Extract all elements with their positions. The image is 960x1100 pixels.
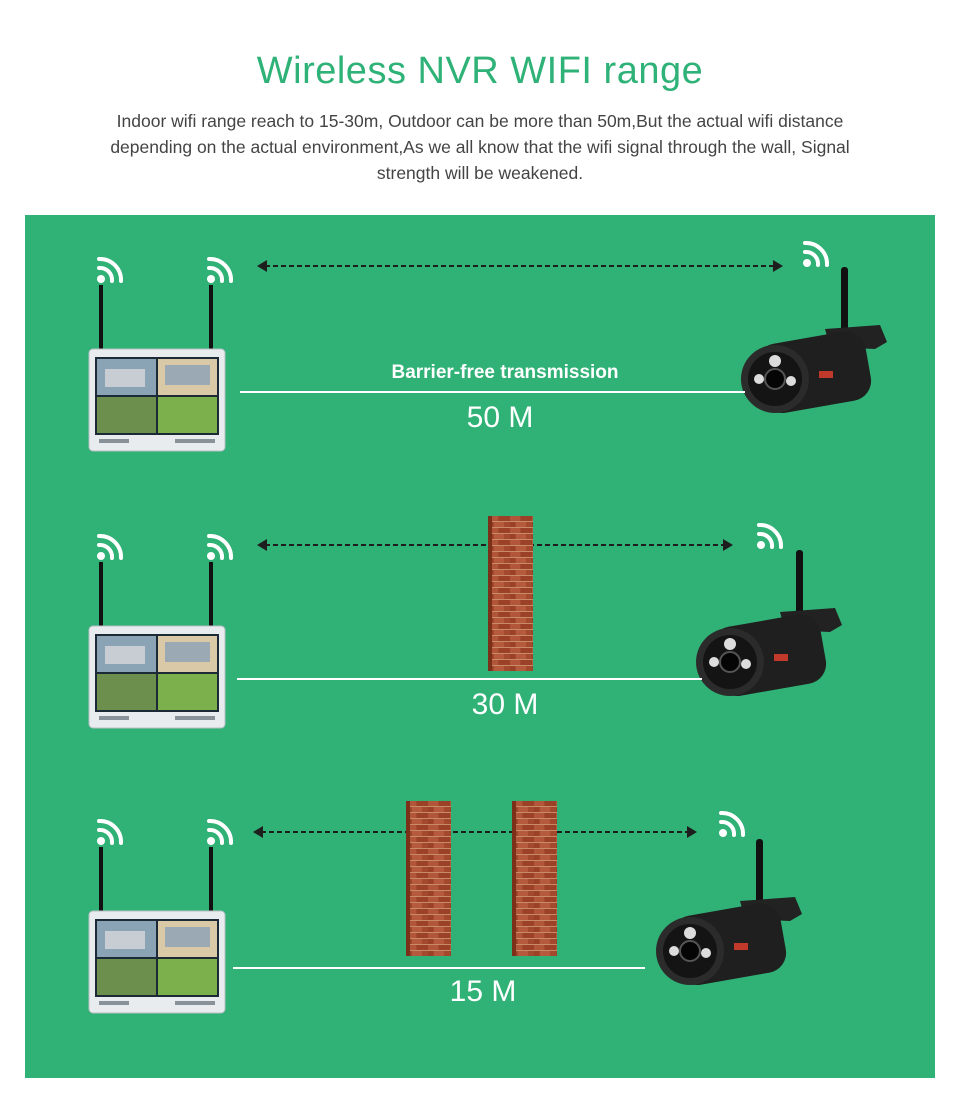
wifi-icon [205, 253, 243, 285]
wifi-icon [95, 530, 133, 562]
brick-wall [488, 516, 533, 671]
wifi-icon [205, 530, 243, 562]
range-arrow [257, 539, 733, 551]
distance-line [240, 391, 745, 393]
range-arrow [257, 260, 783, 272]
wifi-icon [95, 253, 133, 285]
range-arrow [253, 826, 697, 838]
nvr-monitor-image [88, 847, 226, 1014]
camera-image [696, 550, 842, 697]
page-description: Indoor wifi range reach to 15-30m, Outdo… [110, 111, 850, 183]
nvr-monitor-image [88, 285, 226, 452]
distance-label: 30 M [471, 688, 539, 721]
distance-label: 50 M [466, 401, 534, 434]
range-panel: Barrier-free transmission 50 M [25, 215, 935, 1078]
brick-wall [512, 801, 557, 956]
brick-wall [406, 801, 451, 956]
transmission-label: Barrier-free transmission [391, 362, 619, 383]
distance-line [237, 678, 702, 680]
wifi-icon [801, 237, 839, 269]
wifi-icon [205, 815, 243, 847]
wifi-icon [717, 807, 755, 839]
nvr-monitor-image [88, 562, 226, 729]
distance-label: 15 M [449, 975, 517, 1008]
wifi-icon [95, 815, 133, 847]
camera-image [741, 267, 887, 414]
page-title: Wireless NVR WIFI range [256, 50, 704, 92]
camera-image [656, 839, 802, 986]
wifi-icon [755, 519, 793, 551]
distance-line [233, 967, 645, 969]
